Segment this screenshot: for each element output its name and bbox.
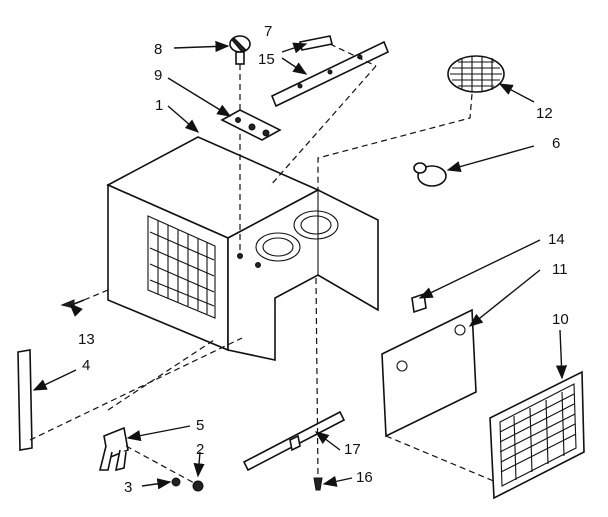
callout-6: 6	[552, 135, 560, 152]
part-11-front-panel	[381, 308, 477, 438]
cabinet-housing	[106, 136, 379, 361]
part-12-round-grille	[447, 55, 505, 93]
callout-labels: 1 8 9 7 15 12 6 14 11 10 13 4 5 2 3 17 1…	[78, 23, 569, 496]
part-15-rail	[270, 40, 390, 108]
side-louvers	[147, 215, 216, 319]
blower-opening-right	[293, 210, 339, 240]
callout-5: 5	[196, 417, 204, 434]
part-17-bracket-bar	[242, 410, 346, 472]
part-3-screw	[171, 477, 181, 487]
callout-7: 7	[264, 23, 272, 40]
callout-10: 10	[552, 311, 569, 328]
callout-17: 17	[344, 441, 361, 458]
callout-9: 9	[154, 67, 162, 84]
part-16-screw	[313, 477, 323, 491]
part-4-side-strip	[17, 349, 33, 451]
callout-4: 4	[82, 357, 90, 374]
part-5-clamp	[98, 426, 129, 472]
callout-2: 2	[196, 441, 204, 458]
part-7-bracket	[299, 35, 333, 51]
part-9-mounting-plate	[220, 109, 282, 141]
callout-14: 14	[548, 231, 565, 248]
part-2-nut	[192, 480, 204, 492]
leader-lines	[32, 40, 568, 490]
part-10-front-grille	[489, 370, 585, 500]
callout-16: 16	[356, 469, 373, 486]
callout-11: 11	[552, 261, 568, 278]
blower-opening-left	[255, 232, 301, 262]
callout-8: 8	[154, 41, 162, 58]
part-6-fan-knob	[413, 162, 447, 187]
callout-15: 15	[258, 51, 275, 68]
callout-12: 12	[536, 105, 553, 122]
callout-13: 13	[78, 331, 95, 348]
part-8-control-knob	[229, 35, 251, 65]
callout-3: 3	[124, 479, 132, 496]
callout-1: 1	[155, 97, 163, 114]
